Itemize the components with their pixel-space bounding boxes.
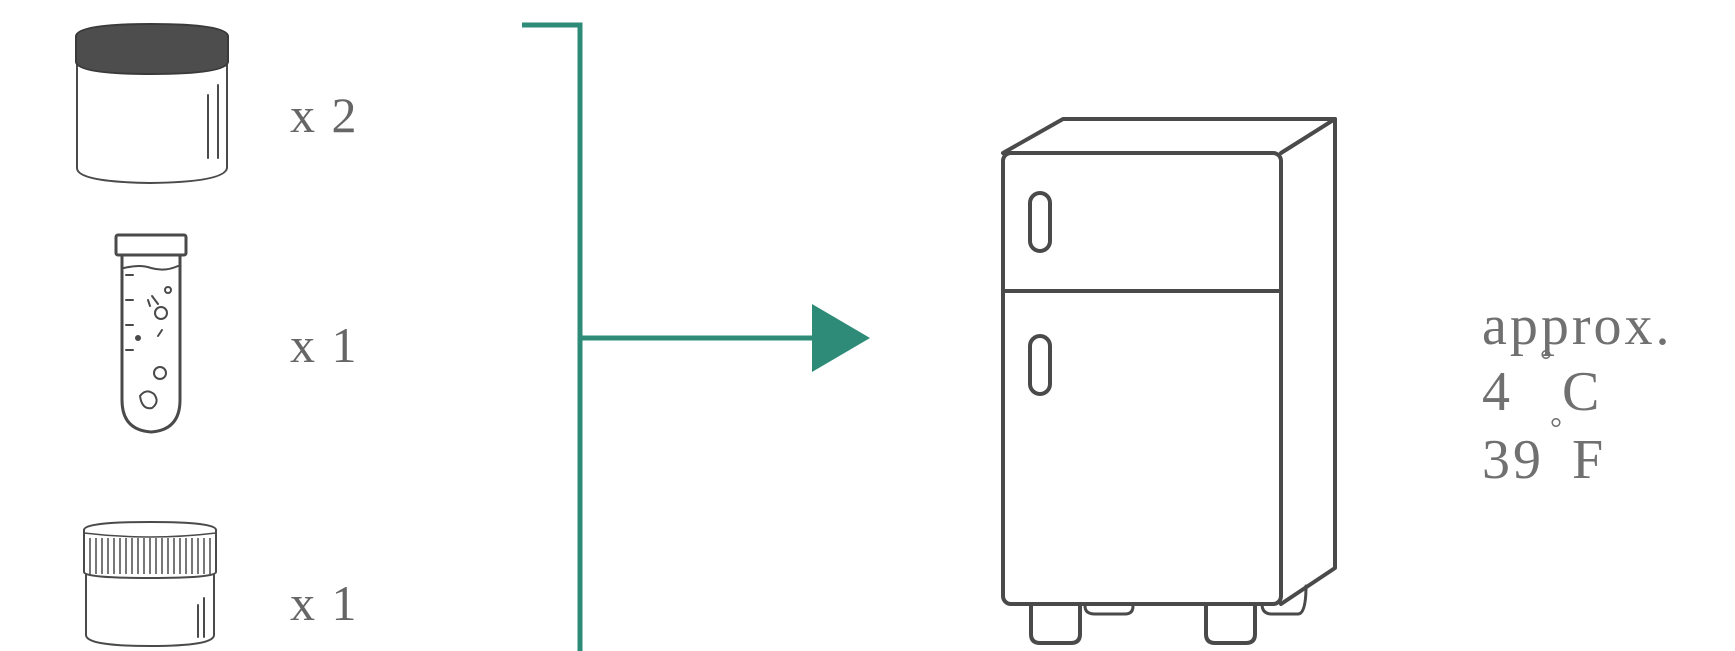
large-jar-quantity: x 2	[290, 87, 359, 143]
jar-lid	[75, 22, 229, 76]
test-tube-quantity: x 1	[290, 317, 359, 373]
test-tube-icon	[114, 233, 188, 434]
celsius-unit: C	[1562, 361, 1602, 423]
temperature-label: approx. 4 ° C 39 ° F	[1482, 295, 1673, 491]
small-jar-quantity: x 1	[290, 575, 359, 631]
ribbed-lid	[83, 521, 217, 579]
celsius-degree-symbol: °	[1540, 344, 1552, 377]
fahrenheit-degree-symbol: °	[1550, 412, 1562, 445]
approx-label: approx.	[1482, 295, 1673, 357]
fahrenheit-value: 39	[1482, 429, 1544, 491]
refrigerator-icon	[1001, 117, 1337, 645]
small-jar-icon	[83, 521, 217, 647]
arrow-head	[812, 304, 870, 372]
large-jar-icon	[75, 22, 229, 184]
fahrenheit-unit: F	[1572, 429, 1606, 491]
connector-bracket	[522, 22, 820, 651]
celsius-value: 4	[1482, 361, 1513, 423]
